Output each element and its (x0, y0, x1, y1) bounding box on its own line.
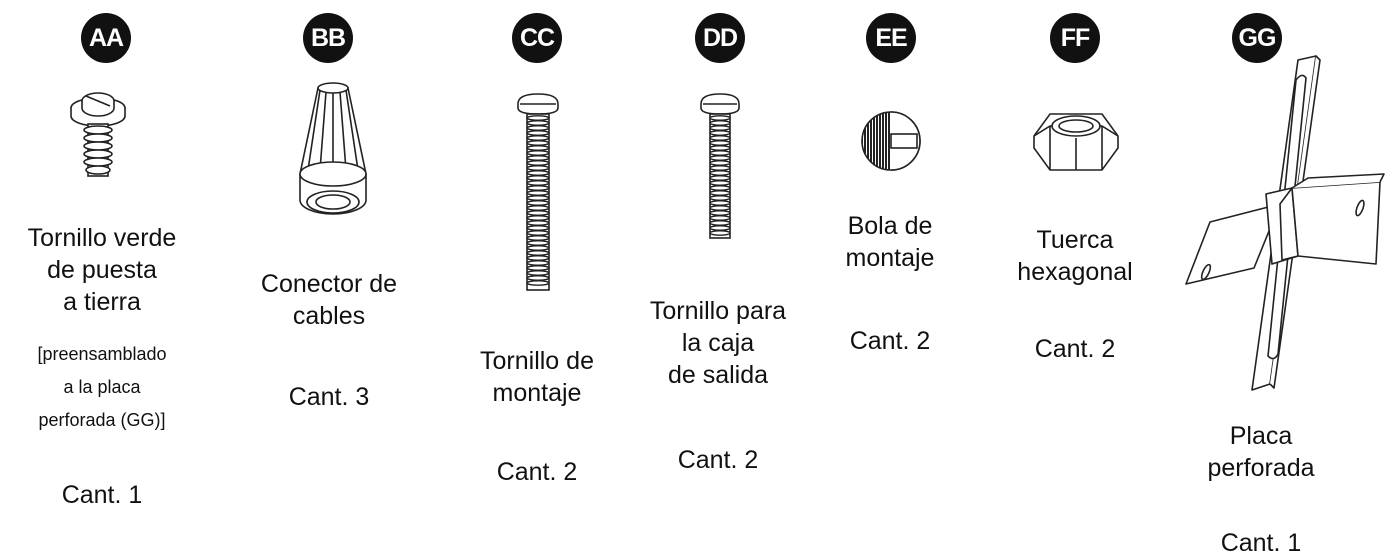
part-name-cc: Tornillo de montaje (452, 345, 622, 409)
part-name-line: perforada (1207, 454, 1315, 482)
part-name-line: de salida (667, 361, 769, 389)
hex-nut-icon (1028, 108, 1124, 174)
part-qty-aa: Cant. 1 (61, 481, 143, 509)
part-name-line: hexagonal (1017, 258, 1133, 286)
part-name-line: montaje (845, 244, 935, 272)
part-name-ff: Tuerca hexagonal (995, 224, 1155, 288)
part-qty-dd: Cant. 2 (677, 446, 759, 474)
outlet-box-screw-icon (698, 92, 742, 242)
part-badge-dd: DD (695, 13, 745, 63)
part-note-line: [preensamblado (37, 344, 167, 364)
mounting-ball-icon (858, 108, 924, 174)
part-qty-bb: Cant. 3 (288, 383, 370, 411)
part-name-line: a tierra (63, 288, 141, 316)
part-name-dd: Tornillo para la caja de salida (628, 295, 808, 391)
part-name-line: Conector de (260, 270, 398, 298)
part-name-gg: Placa perforada (1176, 420, 1346, 484)
part-name-line: cables (292, 302, 366, 330)
part-note-line: perforada (GG)] (38, 410, 166, 430)
part-qty-cc: Cant. 2 (496, 458, 578, 486)
part-badge-bb: BB (303, 13, 353, 63)
part-name-line: de puesta (47, 256, 157, 284)
part-qty-ff: Cant. 2 (1034, 335, 1116, 363)
part-name-aa: Tornillo verde de puesta a tierra (4, 222, 200, 318)
part-name-ee: Bola de montaje (815, 210, 965, 274)
part-name-bb: Conector de cables (236, 268, 422, 332)
part-name-line: Placa (1229, 422, 1293, 450)
part-name-line: la caja (681, 329, 755, 357)
part-badge-cc: CC (512, 13, 562, 63)
green-ground-screw-icon (66, 86, 130, 186)
perforated-plate-icon (1170, 54, 1392, 400)
part-badge-gg: GG (1232, 13, 1282, 63)
part-name-line: Tornillo verde (27, 224, 177, 252)
part-name-line: Tuerca (1036, 226, 1114, 254)
part-note-aa: [preensamblado a la placa perforada (GG)… (4, 338, 200, 437)
part-name-line: Tornillo de (480, 347, 594, 375)
wire-connector-icon (290, 78, 376, 228)
part-name-line: Tornillo para (649, 297, 787, 325)
screw-thread (709, 230, 731, 236)
part-qty-gg: Cant. 1 (1220, 529, 1302, 557)
part-badge-ff: FF (1050, 13, 1100, 63)
part-qty-ee: Cant. 2 (849, 327, 931, 355)
part-badge-aa: AA (81, 13, 131, 63)
part-note-line: a la placa (63, 377, 141, 397)
screw-thread (526, 280, 550, 286)
part-name-line: montaje (492, 379, 582, 407)
mounting-screw-icon (514, 92, 562, 298)
part-name-line: Bola de (847, 212, 933, 240)
part-badge-ee: EE (866, 13, 916, 63)
